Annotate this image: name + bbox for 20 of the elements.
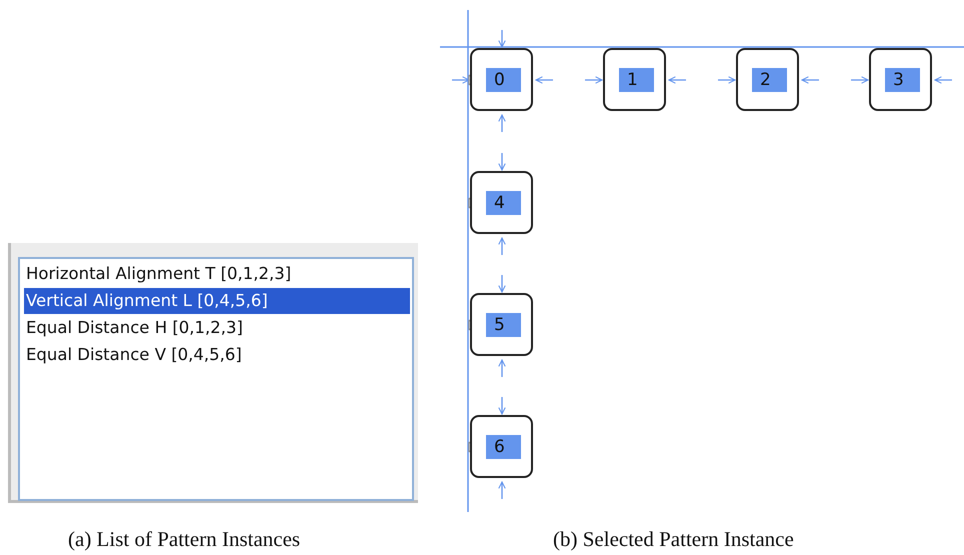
node-box [869,48,932,111]
list-item: Horizontal Alignment T [0,1,2,3] [25,263,292,285]
list-item: Equal Distance H [0,1,2,3] [25,317,243,339]
node-box [736,48,799,111]
node-box [470,293,533,356]
node-label: 2 [752,68,787,92]
node-label: 4 [486,191,521,215]
node-box [470,171,533,234]
node-label: 5 [486,313,521,337]
node-label: 6 [486,435,521,459]
node-label: 0 [486,68,521,92]
node-box [470,48,533,111]
node-box [603,48,666,111]
node-label: 3 [885,68,920,92]
selected-list-item: Vertical Alignment L [0,4,5,6] [24,288,410,314]
caption: (b) Selected Pattern Instance [553,527,794,552]
list-item: Equal Distance V [0,4,5,6] [25,344,242,366]
caption: (a) List of Pattern Instances [68,527,300,552]
node-label: 1 [619,68,654,92]
node-box [470,415,533,478]
